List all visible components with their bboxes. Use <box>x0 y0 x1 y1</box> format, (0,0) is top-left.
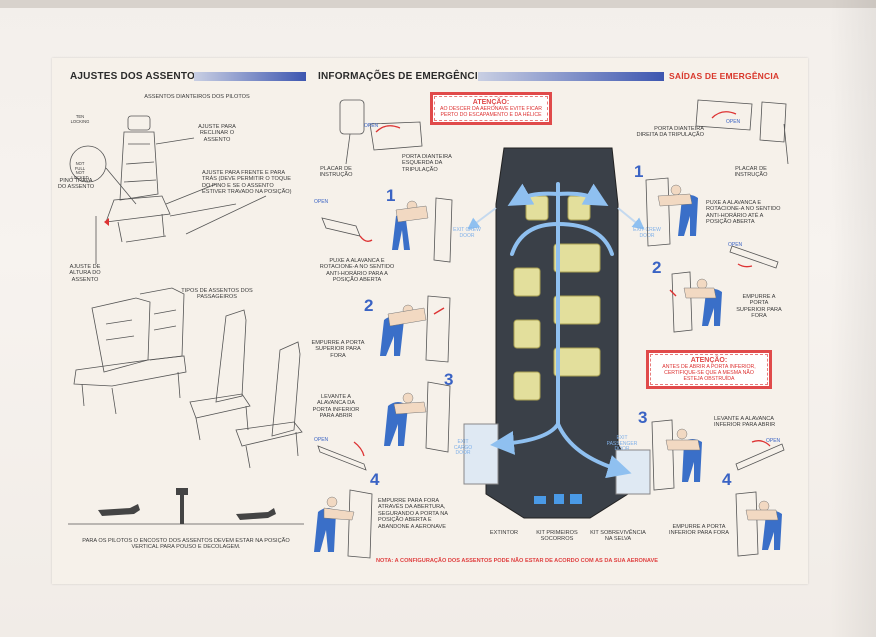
left-step-1-text: PUXE A ALAVANCA E ROTACIONE-A NO SENTIDO… <box>319 258 395 284</box>
right-step-4-text: EMPURRE A PORTA INFERIOR PARA FORA <box>669 524 729 537</box>
left-open-tag: OPEN <box>364 123 379 129</box>
right-step-3-illustration <box>651 419 702 491</box>
configuration-note: NOTA: A CONFIGURAÇÃO DOS ASSENTOS PODE N… <box>376 558 658 564</box>
header-emergency-info: INFORMAÇÕES DE EMERGÊNCIA <box>318 71 486 82</box>
right-step-1-illustration <box>645 177 698 247</box>
left-step-2-text: EMPURRE A PORTA SUPERIOR PARA FORA <box>311 340 365 359</box>
right-step-4-number: 4 <box>722 470 732 489</box>
right-step-3-handle <box>735 440 785 471</box>
pin-label: PINO TRAVA DO ASSENTO <box>57 178 95 191</box>
warning-top-title: ATENÇÃO: <box>472 99 510 106</box>
left-placard-label: PLACAR DE INSTRUÇÃO <box>319 166 353 179</box>
right-open-tag: OPEN <box>726 119 741 125</box>
left-open-tag-3: OPEN <box>314 437 329 443</box>
right-placard-illustration <box>695 99 789 165</box>
right-step-4-illustration <box>735 491 782 557</box>
right-step-3-text: LEVANTE A ALAVANCA INFERIOR PARA ABRIR <box>714 416 776 429</box>
exit-left-rear-label: EXIT CARGO DOOR <box>453 439 473 457</box>
exit-right-rear-label: EXIT PASSENGER DOOR <box>606 435 638 453</box>
pilot-seats-title: ASSENTOS DIANTEIROS DOS PILOTOS <box>144 94 250 100</box>
right-step-1-number: 1 <box>634 162 644 181</box>
paper-top-edge <box>0 0 876 8</box>
header-bar-seats <box>194 72 306 81</box>
warning-right-body: ANTES DE ABRIR A PORTA INFERIOR, CERTIFI… <box>662 364 756 382</box>
right-step-1-handle <box>729 245 779 269</box>
left-placard-illustration <box>339 99 423 165</box>
safety-card: AJUSTES DOS ASSENTOS INFORMAÇÕES DE EMER… <box>52 58 808 584</box>
lock-mid-label: NOT FULL NOT LOCKED <box>71 161 89 180</box>
warning-right: ATENÇÃO: ANTES DE ABRIR A PORTA INFERIOR… <box>646 350 772 389</box>
header-bar-emergency <box>478 72 664 81</box>
left-step-1-number: 1 <box>386 186 396 205</box>
legend-survival: KIT SOBREVIVÊNCIA NA SELVA <box>590 530 646 543</box>
paper-shadow <box>830 0 876 637</box>
left-step-2-number: 2 <box>364 296 374 315</box>
left-step-3-text: LEVANTE A ALAVANCA DA PORTA INFERIOR PAR… <box>312 394 360 420</box>
exit-right-front-label: EXIT CREW DOOR <box>633 227 661 239</box>
left-step-4-illustration <box>314 489 373 559</box>
warning-top: ATENÇÃO: AO DESCER DA AERONAVE EVITE FIC… <box>430 92 552 125</box>
pilot-seat-note: PARA OS PILOTOS O ENCOSTO DOS ASSENTOS D… <box>82 538 290 551</box>
left-open-tag-2: OPEN <box>314 199 329 205</box>
right-step-3-number: 3 <box>638 408 648 427</box>
left-step-1-illustration <box>321 197 453 263</box>
warning-top-body: AO DESCER DA AERONAVE EVITE FICAR PERTO … <box>440 106 542 118</box>
right-step-2-text: EMPURRE A PORTA SUPERIOR PARA FORA <box>736 294 782 320</box>
left-step-3-handle <box>317 441 367 471</box>
left-step-4-text: EMPURRE PARA FORA ATRAVÉS DA ABERTURA, S… <box>378 498 448 530</box>
runway-illustration <box>68 488 304 525</box>
left-door-label: PORTA DIANTEIRA ESQUERDA DA TRIPULAÇÃO <box>402 154 452 173</box>
right-placard-label: PLACAR DE INSTRUÇÃO <box>734 166 768 179</box>
left-step-4-number: 4 <box>370 470 380 489</box>
header-seat-adjustments: AJUSTES DOS ASSENTOS <box>70 71 202 82</box>
fore-aft-label: AJUSTE PARA FRENTE E PARA TRÁS (DEVE PER… <box>202 170 292 196</box>
right-open-tag-2: OPEN <box>728 242 743 248</box>
right-step-2-number: 2 <box>652 258 662 277</box>
cabin-diagram <box>463 147 651 519</box>
right-open-tag-3: OPEN <box>766 438 781 444</box>
right-step-1-text: PUXE A ALAVANCA E ROTACIONE-A NO SENTIDO… <box>706 200 781 226</box>
warning-right-title: ATENÇÃO: <box>690 357 728 364</box>
recline-label: AJUSTE PARA RECLINAR O ASSENTO <box>198 124 236 143</box>
right-step-2-illustration <box>669 271 722 333</box>
left-step-2-illustration <box>380 295 451 363</box>
header-emergency-exits: SAÍDAS DE EMERGÊNCIA <box>669 71 780 81</box>
lock-top-label: TEN LOCKING <box>70 114 90 124</box>
passenger-seats-title: TIPOS DE ASSENTOS DOS PASSAGEIROS <box>181 288 253 301</box>
height-label: AJUSTE DE ALTURA DO ASSENTO <box>69 264 101 283</box>
passenger-seats-illustration <box>73 287 303 469</box>
pilot-seat-illustration <box>69 115 267 264</box>
legend-extinguisher: EXTINTOR <box>489 530 519 536</box>
right-door-label: PORTA DIANTEIRA DIREITA DA TRIPULAÇÃO <box>636 126 704 139</box>
left-step-3-number: 3 <box>444 370 454 389</box>
left-step-3-illustration <box>384 381 451 453</box>
exit-left-front-label: EXIT CREW DOOR <box>453 227 481 239</box>
legend-first-aid: KIT PRIMEIROS SOCORROS <box>536 530 578 543</box>
